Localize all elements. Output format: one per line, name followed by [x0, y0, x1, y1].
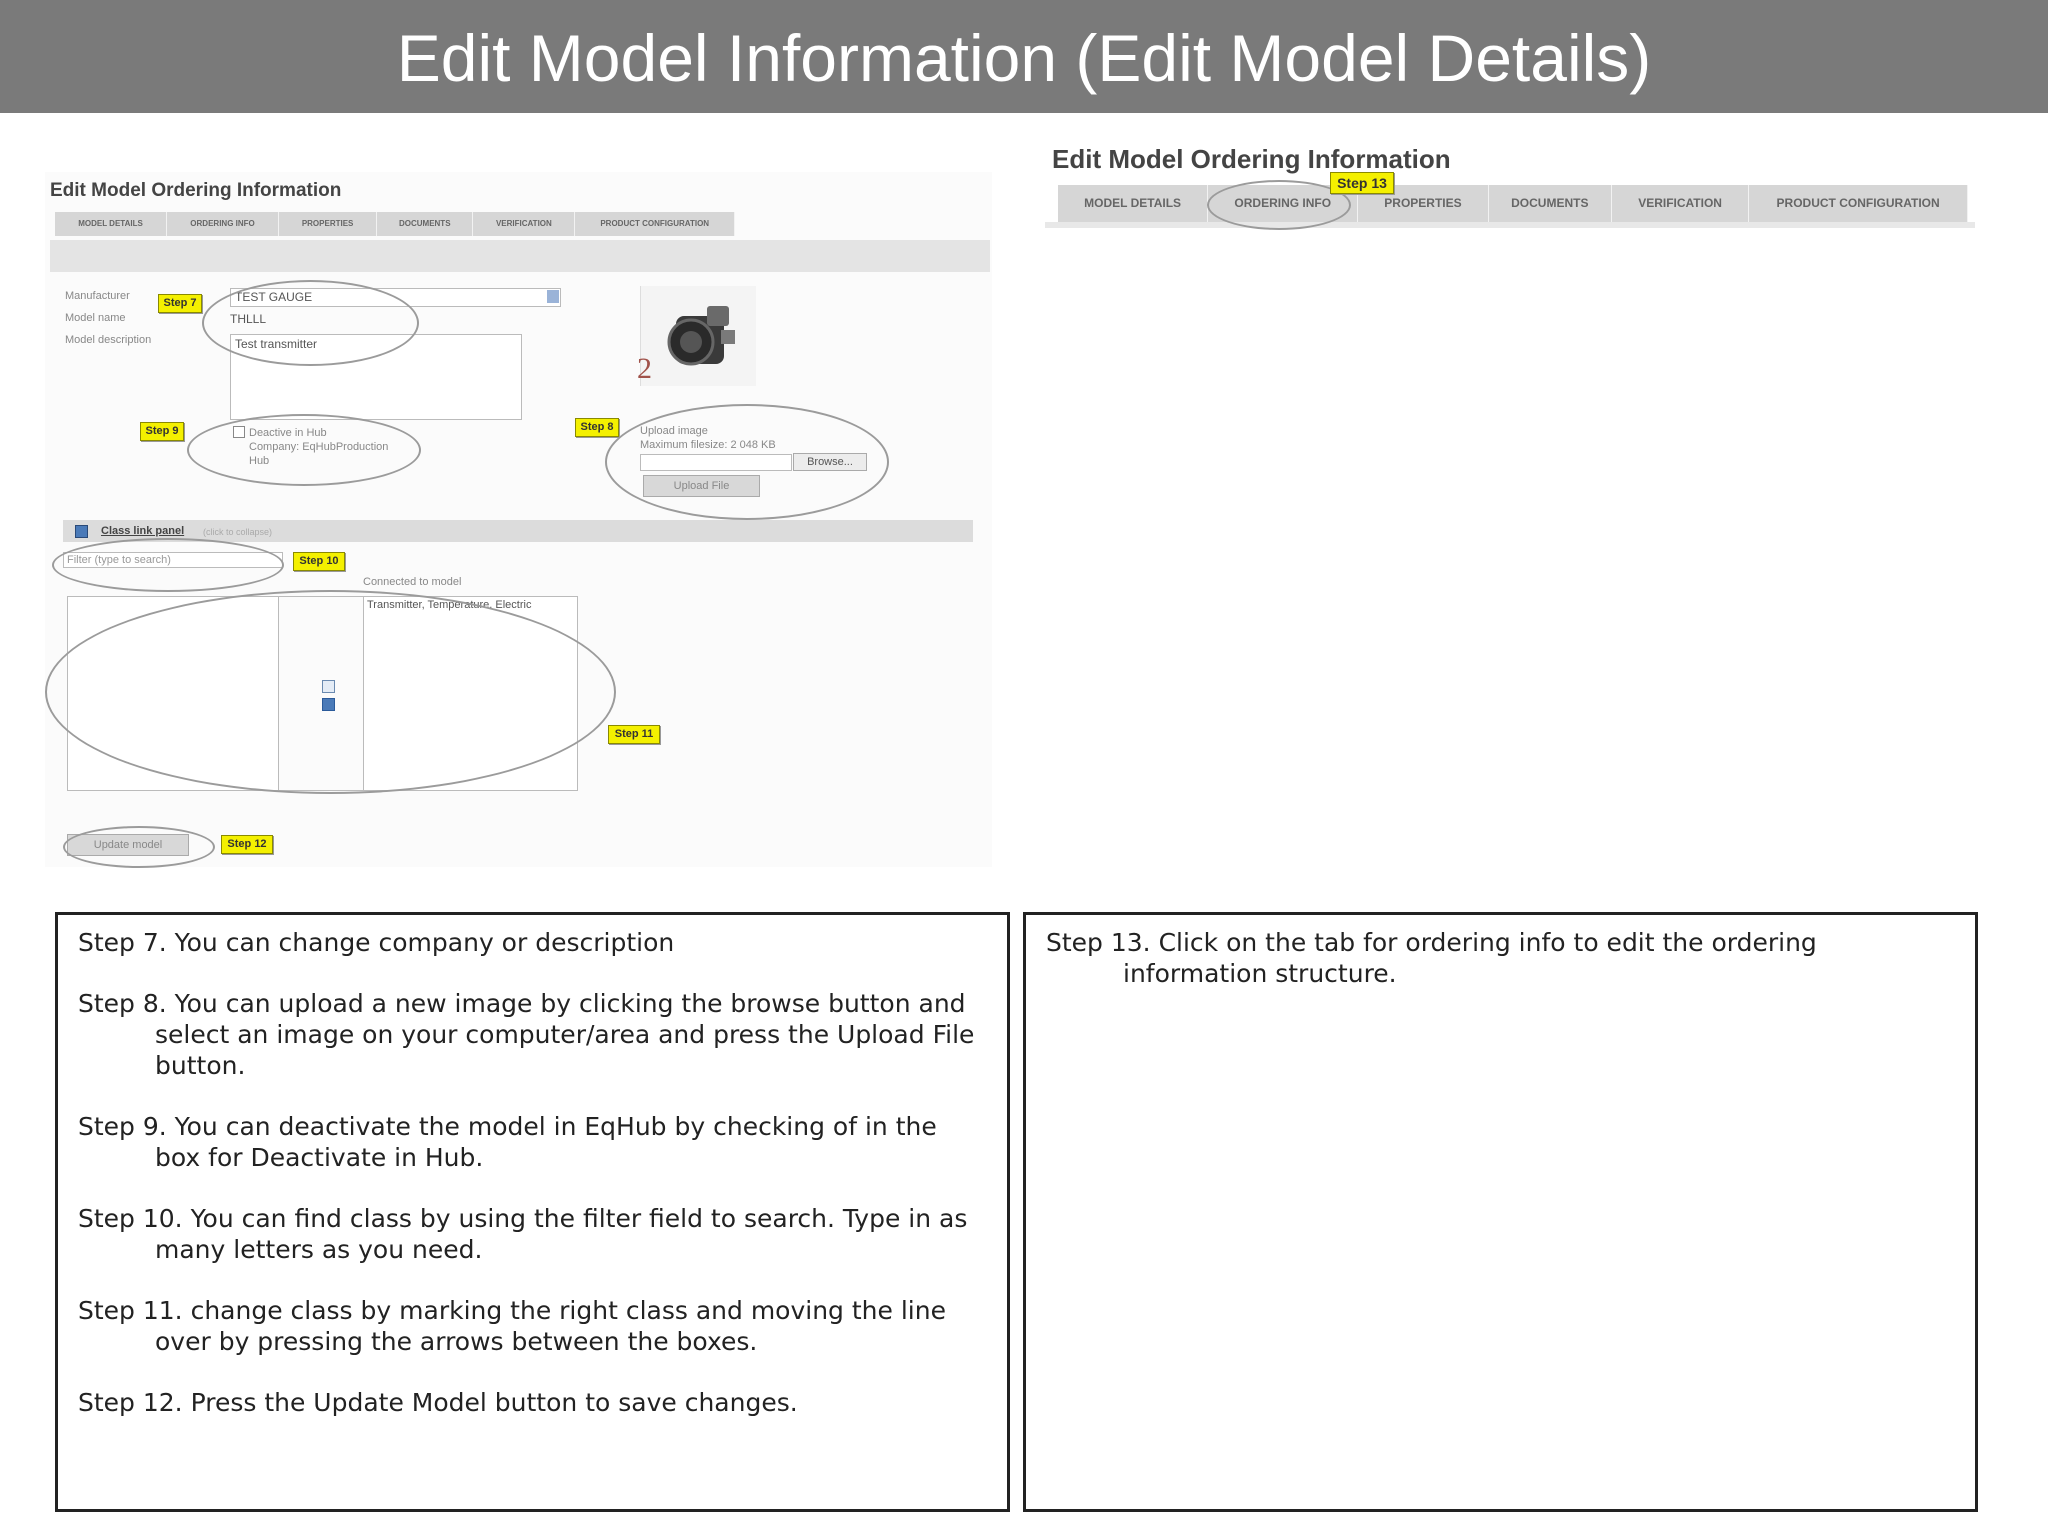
- step10-highlight: [52, 538, 284, 592]
- step11-highlight: [45, 590, 616, 794]
- left-tab-product-configuration[interactable]: PRODUCT CONFIGURATION: [575, 212, 736, 236]
- step13-highlight: [1207, 180, 1351, 230]
- transmitter-image-icon: [667, 306, 735, 366]
- step12-text: Step 12. Press the Update Model button t…: [78, 1388, 798, 1417]
- manufacturer-label: Manufacturer: [65, 290, 130, 302]
- image-number: 2: [637, 352, 652, 385]
- class-panel-header[interactable]: [63, 520, 973, 542]
- left-tab-documents[interactable]: DOCUMENTS: [377, 212, 474, 236]
- right-tab-properties[interactable]: PROPERTIES: [1358, 185, 1489, 222]
- right-tab-model-details[interactable]: MODEL DETAILS: [1058, 185, 1209, 222]
- right-tab-underline: [1045, 222, 1975, 228]
- class-panel-hint: (click to collapse): [203, 527, 273, 537]
- model-description-label: Model description: [65, 334, 152, 346]
- step8-highlight: [605, 404, 889, 520]
- step12-tag: Step 12: [221, 835, 273, 854]
- step12-highlight: [63, 826, 215, 868]
- model-name-label: Model name: [65, 312, 126, 324]
- left-tab-bar: MODEL DETAILS ORDERING INFO PROPERTIES D…: [55, 212, 736, 236]
- chevron-down-icon[interactable]: [547, 290, 559, 303]
- step9-text: Step 9. You can deactivate the model in …: [78, 1112, 937, 1172]
- step8-tag: Step 8: [575, 418, 619, 437]
- left-tab-verification[interactable]: VERIFICATION: [473, 212, 576, 236]
- right-screenshot: Edit Model Ordering Information MODEL DE…: [1045, 130, 1975, 240]
- right-tab-verification[interactable]: VERIFICATION: [1612, 185, 1750, 222]
- step8-text: Step 8. You can upload a new image by cl…: [78, 989, 975, 1080]
- class-panel-title[interactable]: Class link panel: [101, 525, 185, 537]
- step11-tag: Step 11: [608, 725, 660, 744]
- model-image: [640, 286, 756, 386]
- page-title: Edit Model Information (Edit Model Detai…: [396, 21, 1652, 95]
- step7-highlight: [202, 280, 419, 366]
- step7-text: Step 7. You can change company or descri…: [78, 928, 675, 957]
- step9-tag: Step 9: [140, 422, 184, 441]
- left-tab-properties[interactable]: PROPERTIES: [279, 212, 378, 236]
- step10-text: Step 10. You can find class by using the…: [78, 1204, 968, 1264]
- collapse-icon[interactable]: [75, 525, 88, 538]
- right-tab-documents[interactable]: DOCUMENTS: [1489, 185, 1612, 222]
- step13-tag: Step 13: [1330, 172, 1394, 194]
- step11-text: Step 11. change class by marking the rig…: [78, 1296, 946, 1356]
- right-shot-title: Edit Model Ordering Information: [1052, 144, 1451, 174]
- right-tab-bar: MODEL DETAILS ORDERING INFO PROPERTIES D…: [1058, 185, 1968, 222]
- left-tab-model-details[interactable]: MODEL DETAILS: [55, 212, 168, 236]
- step10-tag: Step 10: [293, 552, 345, 571]
- left-screenshot: Edit Model Ordering Information MODEL DE…: [45, 172, 992, 868]
- title-band: Edit Model Information (Edit Model Detai…: [0, 0, 2048, 113]
- right-description-box: Step 13. Click on the tab for ordering i…: [1023, 912, 1978, 1512]
- left-description-box: Step 7. You can change company or descri…: [55, 912, 1010, 1512]
- left-tab-ordering-info[interactable]: ORDERING INFO: [167, 212, 280, 236]
- step13-text: Step 13. Click on the tab for ordering i…: [1046, 928, 1817, 988]
- step9-highlight: [187, 414, 421, 486]
- form-header-strip: [50, 240, 990, 272]
- right-tab-product-configuration[interactable]: PRODUCT CONFIGURATION: [1749, 185, 1968, 222]
- connected-label: Connected to model: [363, 576, 462, 588]
- step7-tag: Step 7: [158, 294, 202, 313]
- left-shot-title: Edit Model Ordering Information: [50, 180, 342, 201]
